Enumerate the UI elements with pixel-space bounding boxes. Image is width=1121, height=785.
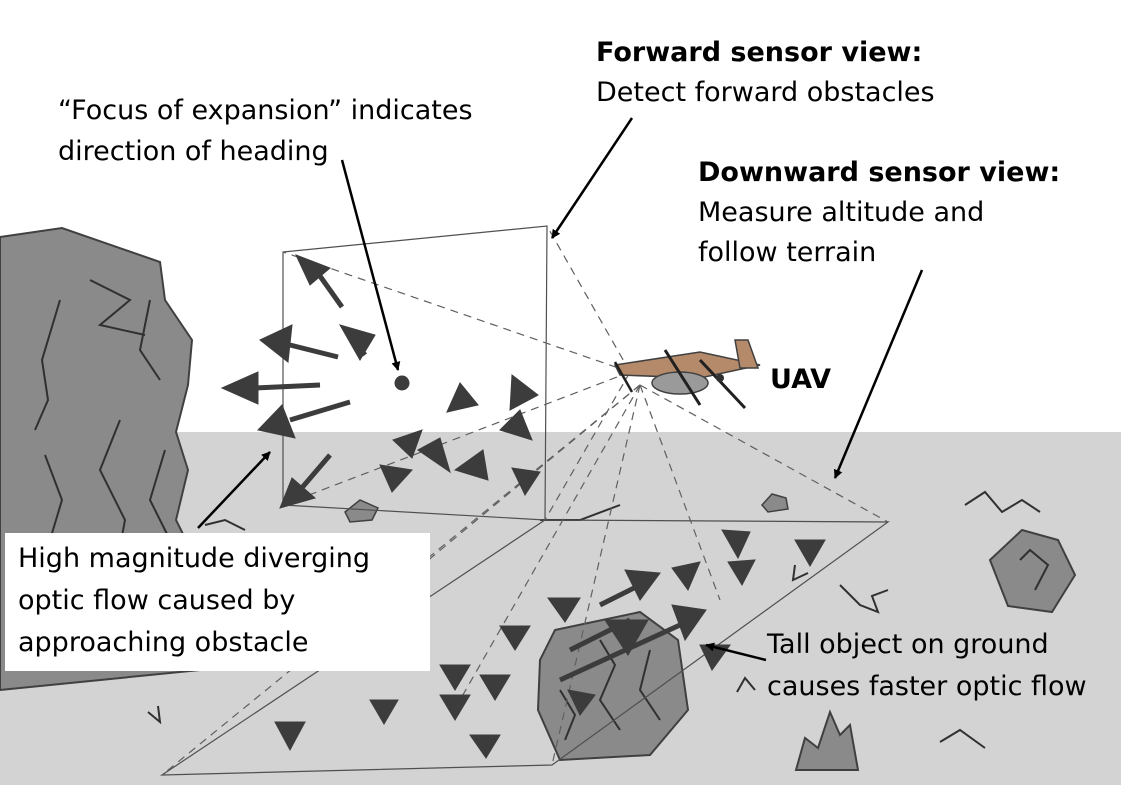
tall-object-line2: causes faster optic flow <box>767 671 1087 702</box>
forward-view-desc: Detect forward obstacles <box>596 77 935 108</box>
sensor-frustum-lines <box>161 225 889 776</box>
uav-aircraft <box>613 339 761 410</box>
high-magnitude-callout-box <box>5 533 430 671</box>
high-magnitude-line2: optic flow caused by <box>18 585 296 616</box>
downward-view-desc-line2: follow terrain <box>698 237 877 268</box>
downward-view-desc-line1: Measure altitude and <box>698 197 985 228</box>
focus-label-line2: direction of heading <box>58 136 329 167</box>
uav-label: UAV <box>770 364 832 395</box>
optic-flow-vectors-forward <box>220 254 541 509</box>
tall-object-line1: Tall object on ground <box>767 629 1049 660</box>
small-rock-2 <box>760 493 789 513</box>
forward-view-title: Forward sensor view: <box>596 37 923 68</box>
terrain-scribbles <box>147 490 1041 749</box>
ground-boulder <box>988 528 1077 614</box>
high-magnitude-line3: approaching obstacle <box>18 627 309 658</box>
high-magnitude-line1: High magnitude diverging <box>18 543 371 574</box>
ground-spire <box>794 709 860 771</box>
downward-view-title: Downward sensor view: <box>698 157 1061 188</box>
small-rock <box>344 499 380 523</box>
callout-arrows <box>197 117 924 662</box>
focus-of-expansion-dot <box>394 375 410 391</box>
focus-label-line1: “Focus of expansion” indicates <box>58 95 473 126</box>
